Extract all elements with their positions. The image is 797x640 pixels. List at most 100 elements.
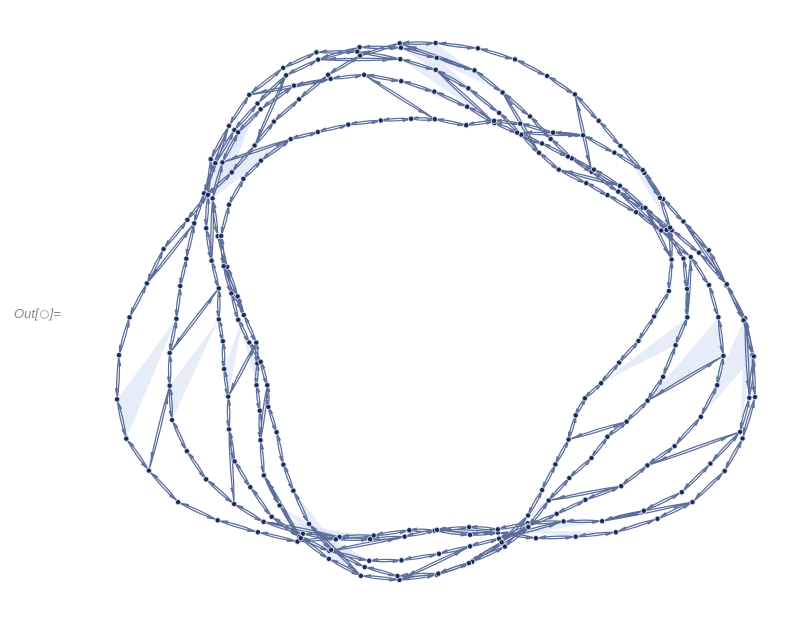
graph-arrowhead bbox=[611, 181, 618, 186]
graph-arrowhead bbox=[613, 364, 619, 371]
graph-edge bbox=[308, 523, 362, 577]
graph-vertex bbox=[465, 85, 472, 92]
graph-vertex bbox=[315, 56, 322, 63]
graph-arrowhead bbox=[611, 488, 618, 493]
graph-arrowhead bbox=[633, 513, 640, 517]
graph-arrowhead bbox=[532, 117, 538, 123]
graph-edge bbox=[601, 501, 694, 522]
graph-edge bbox=[673, 416, 702, 447]
graph-arrowhead bbox=[595, 384, 602, 390]
graph-arrowhead bbox=[471, 524, 478, 529]
graph-arrowhead bbox=[693, 258, 698, 265]
graph-edge bbox=[590, 436, 609, 459]
graph-arrowhead bbox=[221, 238, 225, 245]
graph-arrowhead bbox=[471, 555, 478, 560]
graph-edge bbox=[691, 470, 726, 503]
graph-arrowhead bbox=[418, 109, 424, 114]
graph-arrowhead bbox=[526, 130, 533, 134]
graph-arrowhead bbox=[225, 497, 231, 503]
graph-edge bbox=[646, 355, 725, 402]
graph-arrowhead bbox=[275, 113, 281, 119]
graph-edge bbox=[363, 74, 436, 120]
graph-vertex bbox=[240, 175, 247, 182]
graph-vertex bbox=[431, 88, 438, 95]
graph-arrowhead bbox=[164, 398, 168, 405]
graph-vertex bbox=[572, 533, 579, 540]
graph-arrowhead bbox=[460, 565, 467, 569]
graph-vertex bbox=[618, 483, 625, 490]
graph-arrowhead bbox=[121, 428, 125, 435]
graph-arrowhead bbox=[322, 53, 329, 58]
graph-arrowhead bbox=[638, 332, 644, 339]
graph-vertex bbox=[246, 91, 253, 98]
graph-arrowhead bbox=[665, 200, 671, 206]
graph-arrowhead bbox=[311, 525, 317, 532]
graph-edge bbox=[257, 531, 299, 543]
graph-vertex bbox=[695, 249, 703, 256]
graph-arrowhead bbox=[751, 386, 755, 393]
graph-vertex bbox=[642, 204, 649, 211]
graph-edge bbox=[538, 152, 560, 171]
graph-edge bbox=[686, 256, 692, 318]
graph-vertex bbox=[401, 533, 408, 540]
graph-arrowhead bbox=[528, 507, 533, 513]
graph-edge bbox=[473, 69, 504, 94]
graph-edge bbox=[315, 50, 358, 53]
graph-arrowhead bbox=[229, 269, 233, 276]
graph-edge bbox=[177, 501, 219, 521]
graph-arrowhead bbox=[254, 112, 260, 118]
graph-vertex bbox=[219, 338, 226, 345]
graph-arrowhead bbox=[623, 147, 629, 154]
graph-arrowhead bbox=[558, 507, 565, 512]
graph-arrowhead bbox=[673, 505, 680, 509]
graph-face bbox=[647, 317, 724, 401]
graph-vertex bbox=[604, 433, 611, 440]
graph-vertex bbox=[737, 428, 744, 435]
graph-arrowhead bbox=[126, 321, 130, 328]
graph-arrowhead bbox=[551, 164, 557, 170]
graph-arrowhead bbox=[253, 489, 259, 496]
graph-edge bbox=[169, 287, 220, 354]
graph-arrowhead bbox=[355, 75, 362, 79]
graph-arrowhead bbox=[198, 471, 204, 478]
graph-vertex bbox=[588, 454, 595, 462]
graph-arrowhead bbox=[233, 295, 237, 302]
graph-arrowhead bbox=[412, 116, 419, 120]
graph-arrowhead bbox=[247, 528, 254, 532]
graph-edge bbox=[228, 94, 250, 127]
output-label-suffix: ]= bbox=[49, 306, 61, 321]
graph-vertex bbox=[270, 118, 277, 125]
graph-vertex bbox=[740, 317, 747, 324]
graph-arrowhead bbox=[250, 342, 256, 349]
graph-arrowhead bbox=[483, 531, 490, 535]
graph-arrowhead bbox=[232, 288, 236, 295]
graph-arrowhead bbox=[158, 253, 163, 260]
graph-vertex bbox=[672, 342, 679, 349]
graph-vertex bbox=[225, 393, 232, 400]
graph-arrowhead bbox=[346, 51, 353, 55]
graph-edge bbox=[400, 553, 440, 561]
graph-arrowhead bbox=[239, 181, 244, 188]
graph-edge bbox=[399, 58, 437, 71]
graph-edge bbox=[146, 248, 165, 285]
graph-arrowhead bbox=[248, 148, 254, 155]
graph-arrowhead bbox=[364, 44, 371, 48]
graph-vertex bbox=[240, 311, 247, 319]
graph-vertex bbox=[221, 365, 228, 373]
graph-edge bbox=[477, 47, 516, 61]
graph-vertex bbox=[623, 418, 630, 425]
graph-vertex bbox=[746, 394, 753, 401]
graph-edge bbox=[435, 69, 496, 124]
graph-arrowhead bbox=[579, 532, 586, 536]
graph-arrowhead bbox=[404, 47, 411, 51]
graph-vertex bbox=[114, 396, 121, 403]
graph-arrowhead bbox=[214, 280, 218, 287]
graph-arrowhead bbox=[745, 329, 749, 336]
graph-edge bbox=[146, 222, 195, 285]
graph-edge bbox=[637, 315, 655, 342]
graph-arrowhead bbox=[648, 208, 654, 215]
graph-face bbox=[238, 319, 258, 386]
graph-vertex bbox=[665, 287, 672, 295]
graph-arrowhead bbox=[570, 470, 576, 476]
graph-edge bbox=[467, 87, 500, 114]
